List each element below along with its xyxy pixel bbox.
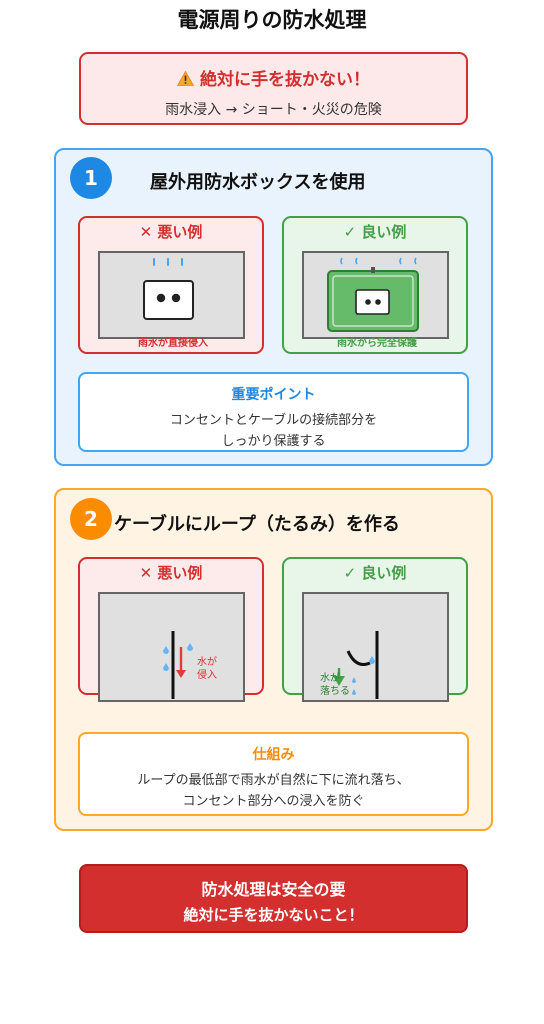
section-1-title: 屋外用防水ボックスを使用: [150, 172, 366, 193]
waterproof-box-icon: [327, 267, 419, 332]
mechanism-body: ループの最低部で雨水が自然に下に流れ落ち、 コンセント部分への浸入を防ぐ: [80, 770, 467, 812]
important-point-line-1: コンセントとケーブルの接続部分を: [169, 413, 378, 428]
final-warning-banner: 防水処理は安全の要 絶対に手を抜かないこと！: [79, 864, 468, 933]
important-point-heading: 重要ポイント: [231, 387, 316, 403]
warning-subtext: 雨水浸入 → ショート・火災の危険: [165, 102, 382, 118]
down-arrow-icon: [176, 647, 186, 678]
raindrop-icon: [153, 258, 183, 266]
section-2-badge: 2: [70, 498, 112, 540]
raindrop-icon: [163, 643, 193, 671]
section-1-good-example: ✓ 良い例 雨水から完全保護: [282, 216, 468, 354]
final-line-2: 絶対に手を抜かないこと！: [183, 906, 364, 924]
page-title: 電源周りの防水処理: [177, 8, 367, 32]
section-2-good-example: ✓ 良い例 水が 落ちる: [282, 557, 468, 702]
important-point-box: 重要ポイント コンセントとケーブルの接続部分を しっかり保護する: [78, 372, 469, 452]
good-example-label: ✓ 良い例: [343, 223, 407, 241]
bad-scene-illustration: 雨水が直接侵入: [138, 258, 208, 349]
cable-loop-icon: [346, 631, 379, 699]
good-caption-line-2: 落ちる: [320, 685, 350, 697]
mechanism-line-2: コンセント部分への浸入を防ぐ: [182, 794, 365, 809]
bad-caption-line-2: 侵入: [197, 669, 217, 681]
good-caption: 雨水から完全保護: [337, 336, 418, 349]
good-scene-illustration: 雨水から完全保護: [327, 257, 419, 349]
section-2-bad-example: ✕ 悪い例 水が 侵入: [78, 557, 264, 702]
warning-banner: 絶対に手を抜かない！ 雨水浸入 → ショート・火災の危険: [79, 52, 468, 125]
mechanism-line-1: ループの最低部で雨水が自然に下に流れ落ち、: [137, 773, 410, 788]
important-point-body: コンセントとケーブルの接続部分を しっかり保護する: [80, 410, 467, 452]
section-1-badge: 1: [70, 157, 112, 199]
warning-heading-text: 絶対に手を抜かない！: [200, 70, 370, 90]
bad-caption-line-1: 水が: [197, 655, 217, 668]
good-loop-illustration: 水が 落ちる: [320, 631, 379, 699]
important-point-line-2: しっかり保護する: [221, 434, 326, 449]
raindrop-icon: [340, 257, 417, 265]
bad-example-label: ✕ 悪い例: [139, 564, 203, 582]
outlet-icon: [143, 280, 194, 320]
section-2-title: ケーブルにループ（たるみ）を作る: [114, 514, 400, 535]
down-arrow-icon: [333, 668, 345, 686]
good-example-label: ✓ 良い例: [343, 564, 407, 582]
final-line-1: 防水処理は安全の要: [201, 880, 346, 899]
mechanism-heading: 仕組み: [252, 747, 295, 763]
section-1-bad-example: ✕ 悪い例 雨水が直接侵入: [78, 216, 264, 354]
bad-example-label: ✕ 悪い例: [139, 223, 203, 241]
raindrop-icon: [352, 656, 375, 695]
bad-loop-illustration: 水が 侵入: [163, 631, 217, 699]
mechanism-box: 仕組み ループの最低部で雨水が自然に下に流れ落ち、 コンセント部分への浸入を防ぐ: [78, 732, 469, 816]
good-caption-line-1: 水が: [320, 671, 340, 684]
warning-icon: [177, 71, 194, 86]
bad-caption: 雨水が直接侵入: [138, 336, 208, 349]
warning-heading: 絶対に手を抜かない！: [81, 65, 466, 90]
